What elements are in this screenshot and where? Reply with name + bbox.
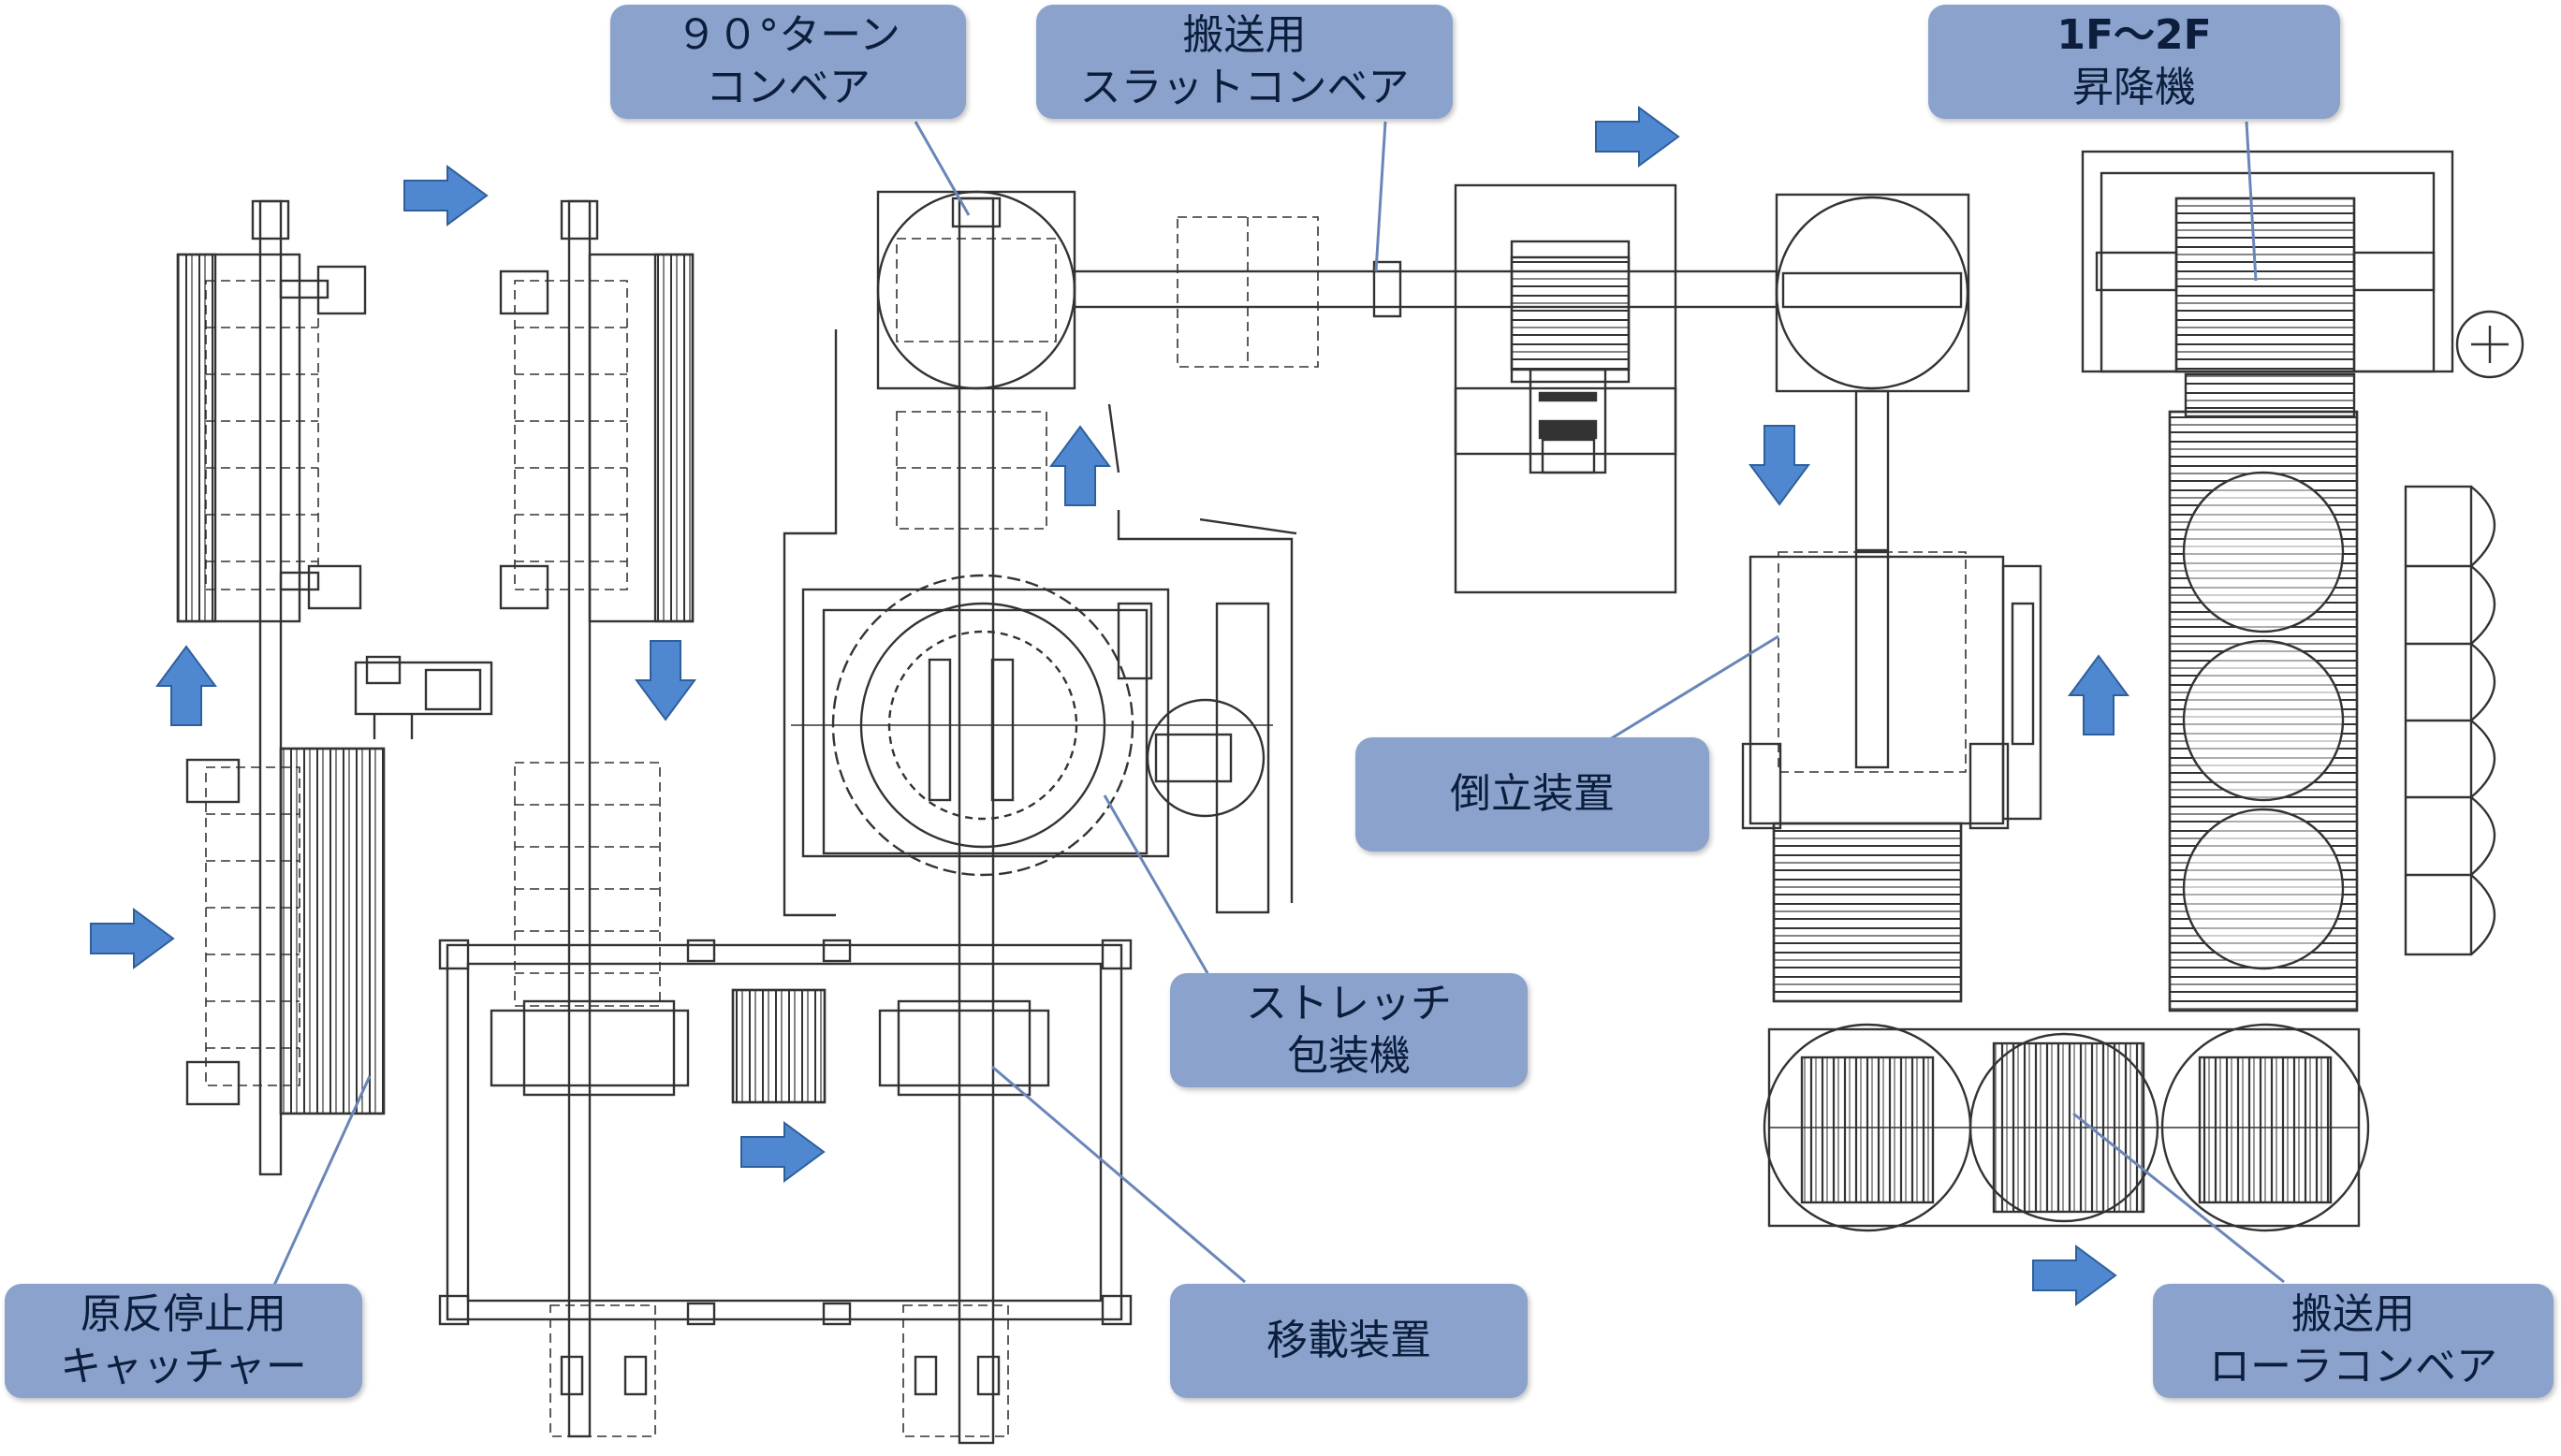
second-line-machine (499, 199, 695, 1438)
arrow-right-icon (403, 165, 489, 226)
slat-conveyor-line2: スラットコンベア (1079, 64, 1410, 111)
arrow-down-icon (1749, 425, 1810, 506)
callout-stretch-wrapper: ストレッチ 包装機 (1170, 973, 1528, 1087)
lifter-machine (2081, 150, 2524, 1012)
turn-conveyor-line2: コンベア (706, 64, 871, 111)
transfer-line1: 移載装置 (1266, 1317, 1431, 1364)
callout-lifter: 1F～2F 昇降機 (1928, 5, 2340, 119)
callout-slat-conveyor: 搬送用 スラットコンベア (1036, 5, 1453, 119)
middle-frame-machine (1454, 183, 1677, 594)
callout-roller-conveyor: 搬送用 ローラコンベア (2153, 1284, 2554, 1398)
upender-line1: 倒立装置 (1450, 770, 1615, 818)
lifter-line2: 昇降機 (2072, 64, 2196, 111)
flow-arrows (90, 106, 2129, 1306)
lifter-line1: 1F～2F (2056, 11, 2212, 59)
catcher-line1: 原反停止用 (80, 1290, 286, 1338)
slat-conveyor-line1: 搬送用 (1182, 11, 1307, 59)
catcher-line2: キャッチャー (60, 1343, 307, 1390)
stretch-wrapper-line1: ストレッチ (1246, 980, 1452, 1027)
turn-conveyor-line1: ９０°ターン (676, 11, 900, 59)
arrow-right-icon (90, 908, 175, 969)
arrow-right-icon (2032, 1245, 2117, 1306)
roller-conveyor-line2: ローラコンベア (2209, 1343, 2497, 1390)
callout-turn-conveyor: ９０°ターン コンベア (610, 5, 966, 119)
roller-conveyor-machine (1763, 1023, 2370, 1232)
callout-transfer: 移載装置 (1170, 1284, 1528, 1398)
catcher-machine (176, 199, 493, 1176)
transfer-frame (438, 939, 1133, 1437)
arrow-up-icon (2068, 654, 2129, 735)
leader-lines (270, 121, 2285, 1292)
arrow-down-icon (635, 640, 696, 721)
callout-upender: 倒立装置 (1355, 737, 1709, 852)
roller-conveyor-line1: 搬送用 (2291, 1290, 2415, 1338)
arrow-up-icon (155, 645, 217, 726)
callout-catcher: 原反停止用 キャッチャー (5, 1284, 362, 1398)
stretch-wrapper-line2: 包装機 (1287, 1032, 1411, 1080)
arrow-up-icon (1049, 425, 1111, 506)
arrow-right-icon (1595, 106, 1680, 167)
arrow-right-icon (740, 1121, 826, 1183)
stretch-wrapper-machine (783, 329, 1297, 917)
upender-machine (1741, 193, 2042, 1003)
